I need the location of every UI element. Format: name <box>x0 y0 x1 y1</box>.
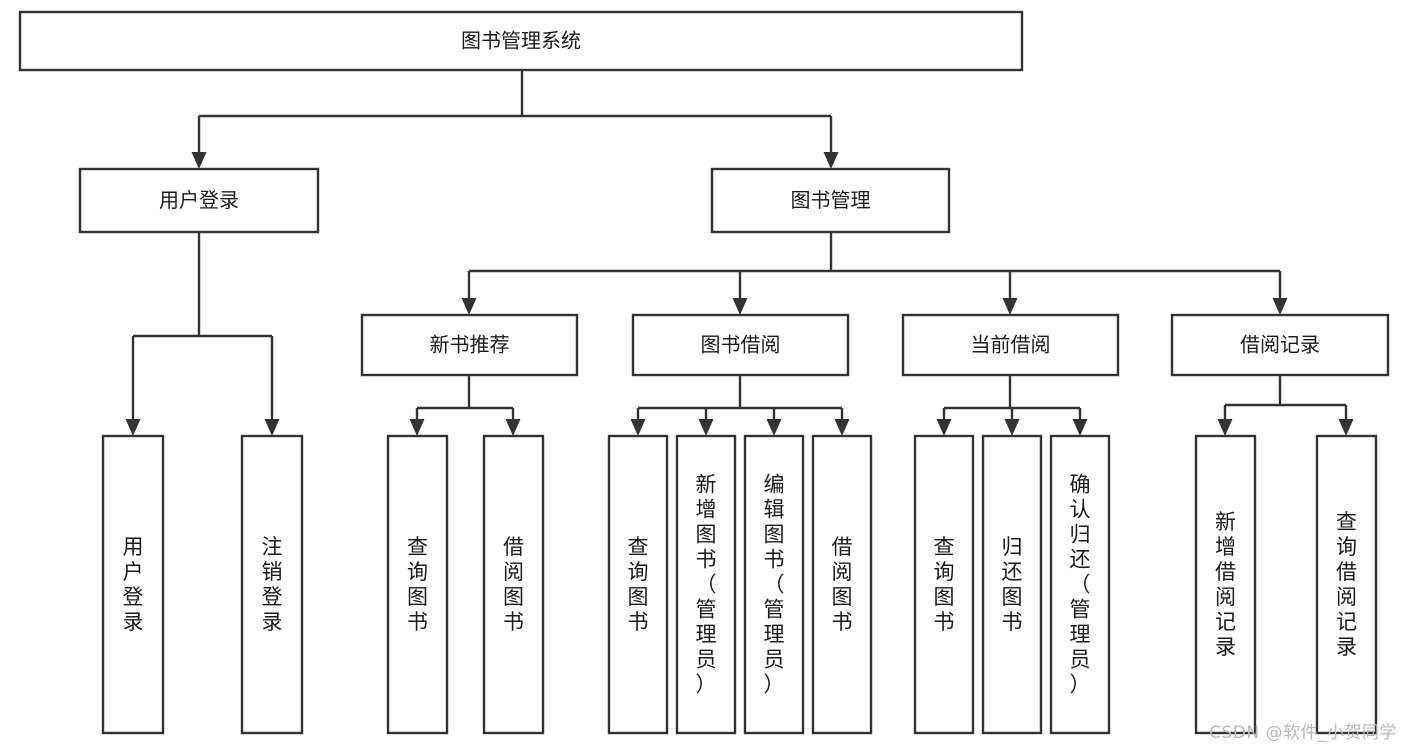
node-borrow-add-book[interactable]: 新增图书（管理员） <box>675 434 737 735</box>
node-box[interactable] <box>675 434 737 735</box>
connectors-layer <box>125 70 1354 436</box>
node-box[interactable] <box>1194 434 1257 735</box>
connector-book-management-bus <box>467 232 1282 298</box>
connector-book-borrow-bus <box>636 375 844 419</box>
node-box[interactable] <box>18 10 1024 72</box>
connector-borrow-record-bus <box>1223 375 1348 419</box>
node-borrow-edit-book[interactable]: 编辑图书（管理员） <box>743 434 805 735</box>
node-box[interactable] <box>386 434 449 735</box>
node-box[interactable] <box>360 313 579 377</box>
node-record-query[interactable]: 查询借阅记录 <box>1315 434 1378 735</box>
connector-recommend-bus <box>415 375 515 419</box>
node-box[interactable] <box>607 434 669 735</box>
node-label: 用户登录 <box>123 535 144 634</box>
node-label: 编辑图书（管理员） <box>764 473 785 697</box>
node-box[interactable] <box>981 434 1043 735</box>
node-user-login-login[interactable]: 用户登录 <box>101 434 165 735</box>
node-label: 新增借阅记录 <box>1215 510 1236 659</box>
node-recommend-query-book[interactable]: 查询图书 <box>386 434 449 735</box>
arrow-head-icon <box>461 298 477 315</box>
csdn-watermark: CSDN @软件_小贺同学 <box>1209 723 1397 743</box>
node-current-return-book[interactable]: 归还图书 <box>981 434 1043 735</box>
arrow-head-icon <box>409 419 425 436</box>
node-recommend-borrow-book[interactable]: 借阅图书 <box>482 434 545 735</box>
node-book-management[interactable]: 图书管理 <box>710 167 951 234</box>
arrow-head-icon <box>1072 419 1088 436</box>
node-current-confirm-return[interactable]: 确认归还（管理员） <box>1049 434 1111 735</box>
arrow-head-icon <box>1338 419 1354 436</box>
node-label: 借阅图书 <box>503 535 524 634</box>
arrow-head-icon <box>766 419 782 436</box>
arrow-head-icon <box>1004 419 1020 436</box>
arrow-head-icon <box>936 419 952 436</box>
node-box[interactable] <box>913 434 975 735</box>
node-current-query-book[interactable]: 查询图书 <box>913 434 975 735</box>
connector-current-borrow-bus <box>942 375 1082 419</box>
node-label: 查询图书 <box>934 535 955 634</box>
node-label: 图书管理系统 <box>461 29 581 53</box>
node-book-borrow[interactable]: 图书借阅 <box>631 313 850 377</box>
node-label: 注销登录 <box>262 535 283 634</box>
arrow-head-icon <box>1002 298 1018 315</box>
node-label: 查询图书 <box>407 535 428 634</box>
node-label: 归还图书 <box>1002 535 1023 634</box>
node-label: 借阅图书 <box>832 535 853 634</box>
node-box[interactable] <box>101 434 165 735</box>
node-box[interactable] <box>78 167 320 234</box>
node-label: 确认归还（管理员） <box>1070 473 1091 697</box>
nodes-layer: 图书管理系统用户登录用户登录注销登录图书管理新书推荐查询图书借阅图书图书借阅查询… <box>18 10 1390 735</box>
node-box[interactable] <box>631 313 850 377</box>
arrow-head-icon <box>834 419 850 436</box>
node-box[interactable] <box>710 167 951 234</box>
node-borrow-record[interactable]: 借阅记录 <box>1170 313 1390 377</box>
node-box[interactable] <box>1170 313 1390 377</box>
arrow-head-icon <box>823 152 839 169</box>
node-label: 新书推荐 <box>430 333 510 357</box>
connector-user-login-bus <box>131 232 274 419</box>
node-user-login[interactable]: 用户登录 <box>78 167 320 234</box>
arrow-head-icon <box>630 419 646 436</box>
connector-root-to-bus <box>197 70 833 152</box>
node-borrow-query-book[interactable]: 查询图书 <box>607 434 669 735</box>
node-borrow-borrow-book[interactable]: 借阅图书 <box>811 434 873 735</box>
node-label: 图书管理 <box>791 188 871 212</box>
node-label: 查询借阅记录 <box>1336 510 1357 659</box>
node-label: 借阅记录 <box>1240 333 1320 357</box>
node-box[interactable] <box>811 434 873 735</box>
arrow-head-icon <box>264 419 280 436</box>
node-box[interactable] <box>240 434 304 735</box>
node-box[interactable] <box>901 313 1120 377</box>
node-box[interactable] <box>1049 434 1111 735</box>
node-root[interactable]: 图书管理系统 <box>18 10 1024 72</box>
node-current-borrow[interactable]: 当前借阅 <box>901 313 1120 377</box>
arrow-head-icon <box>1272 298 1288 315</box>
node-box[interactable] <box>1315 434 1378 735</box>
arrow-head-icon <box>698 419 714 436</box>
arrow-head-icon <box>732 298 748 315</box>
arrow-head-icon <box>505 419 521 436</box>
node-label: 用户登录 <box>159 188 239 212</box>
node-record-add[interactable]: 新增借阅记录 <box>1194 434 1257 735</box>
node-label: 查询图书 <box>628 535 649 634</box>
node-box[interactable] <box>482 434 545 735</box>
node-label: 当前借阅 <box>971 333 1051 357</box>
arrow-head-icon <box>125 419 141 436</box>
node-new-book-recommend[interactable]: 新书推荐 <box>360 313 579 377</box>
node-box[interactable] <box>743 434 805 735</box>
arrow-head-icon <box>1217 419 1233 436</box>
node-label: 图书借阅 <box>701 333 781 357</box>
arrow-head-icon <box>191 152 207 169</box>
node-label: 新增图书（管理员） <box>696 473 717 697</box>
node-user-login-logout[interactable]: 注销登录 <box>240 434 304 735</box>
